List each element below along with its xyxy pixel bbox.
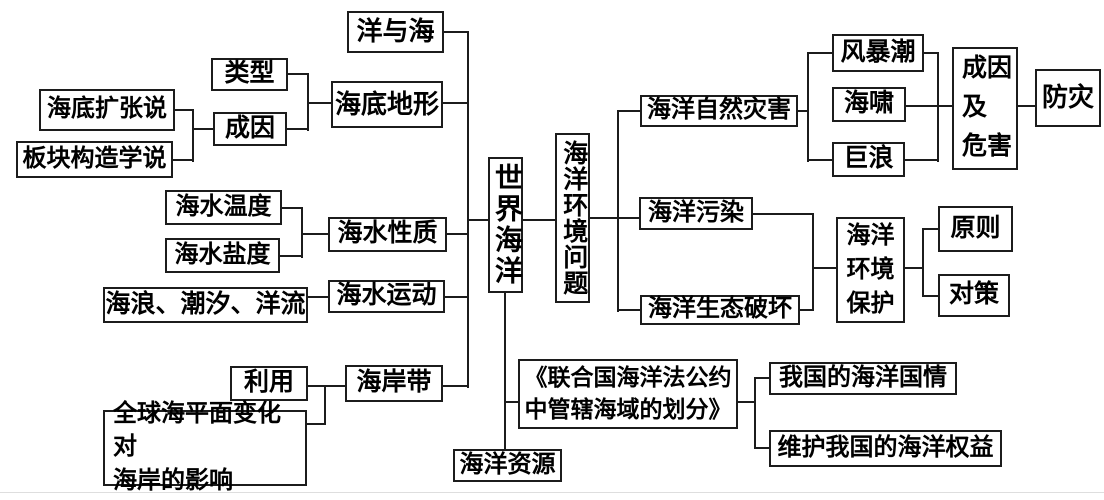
node-world-ocean: 世界海洋 bbox=[488, 157, 523, 293]
connector bbox=[617, 309, 640, 311]
node-seawater-temperature: 海水温度 bbox=[165, 190, 282, 225]
node-global-sea-level-change-impact: 全球海平面变化对 海岸的影响 bbox=[103, 401, 307, 494]
connector bbox=[754, 377, 756, 449]
node-cause: 成因 bbox=[213, 112, 287, 146]
connector bbox=[280, 255, 303, 257]
node-causes-and-hazards: 成因 及 危害 bbox=[952, 47, 1018, 170]
connector bbox=[173, 159, 194, 161]
connector bbox=[447, 233, 469, 235]
connector bbox=[192, 109, 194, 162]
connector bbox=[445, 296, 469, 298]
connector bbox=[590, 217, 639, 219]
connector bbox=[753, 213, 814, 215]
connector bbox=[467, 31, 469, 388]
node-china-marine-conditions: 我国的海洋国情 bbox=[769, 362, 957, 395]
node-storm-surge: 风暴潮 bbox=[832, 34, 924, 72]
connector bbox=[905, 267, 924, 269]
connector bbox=[307, 423, 326, 425]
connector bbox=[924, 52, 939, 54]
connector bbox=[807, 159, 832, 161]
connector bbox=[937, 52, 939, 162]
node-marine-pollution: 海洋污染 bbox=[639, 197, 753, 230]
node-seafloor-topography: 海底地形 bbox=[331, 81, 443, 128]
node-marine-resources: 海洋资源 bbox=[453, 449, 562, 482]
connector bbox=[443, 385, 469, 387]
connector bbox=[922, 295, 938, 297]
connector bbox=[905, 159, 939, 161]
node-marine-environment-problems: 海洋环境问题 bbox=[555, 133, 590, 303]
connector bbox=[798, 110, 809, 112]
connector bbox=[812, 213, 814, 311]
connector bbox=[807, 52, 832, 54]
node-disaster-prevention: 防灾 bbox=[1035, 69, 1101, 127]
connector bbox=[467, 219, 490, 221]
connector bbox=[504, 401, 520, 403]
node-unclos-sea-area-division: 《联合国海洋法公约 中管辖海域的划分》 bbox=[518, 359, 738, 429]
connector bbox=[800, 309, 814, 311]
connector bbox=[617, 110, 640, 112]
connector bbox=[906, 105, 952, 107]
connector bbox=[301, 207, 303, 258]
connector bbox=[754, 377, 769, 379]
connector bbox=[175, 109, 194, 111]
node-tsunami: 海啸 bbox=[832, 87, 906, 122]
connector bbox=[282, 207, 303, 209]
node-countermeasures: 对策 bbox=[938, 274, 1010, 317]
connector bbox=[807, 52, 809, 162]
node-marine-environment-protection: 海洋 环境 保护 bbox=[836, 217, 905, 323]
connector bbox=[738, 401, 756, 403]
connector bbox=[324, 385, 326, 425]
connector bbox=[287, 128, 309, 130]
connector bbox=[922, 228, 938, 230]
node-principles: 原则 bbox=[938, 206, 1013, 252]
connector bbox=[307, 102, 333, 104]
node-marine-natural-disasters: 海洋自然灾害 bbox=[640, 95, 798, 127]
connector bbox=[504, 292, 506, 451]
node-seawater-properties: 海水性质 bbox=[328, 217, 447, 252]
connector bbox=[1018, 105, 1035, 107]
connector bbox=[288, 73, 309, 75]
node-seafloor-spreading-theory: 海底扩张说 bbox=[39, 89, 175, 131]
node-seawater-salinity: 海水盐度 bbox=[165, 238, 280, 273]
connector bbox=[308, 385, 347, 387]
node-giant-waves: 巨浪 bbox=[832, 142, 905, 177]
node-waves-tides-currents: 海浪、潮汐、洋流 bbox=[103, 287, 308, 323]
connector bbox=[301, 233, 330, 235]
connector bbox=[308, 296, 330, 298]
connector bbox=[754, 447, 769, 449]
bottom-hairline bbox=[0, 492, 1104, 493]
connector bbox=[812, 267, 836, 269]
node-safeguard-marine-rights: 维护我国的海洋权益 bbox=[769, 430, 1002, 467]
connector bbox=[523, 219, 555, 221]
node-utilization: 利用 bbox=[230, 366, 308, 401]
node-coastal-zone: 海岸带 bbox=[345, 365, 443, 402]
node-plate-tectonics-theory: 板块构造学说 bbox=[16, 141, 173, 178]
node-oceans-and-seas: 洋与海 bbox=[347, 11, 444, 53]
node-marine-ecological-damage: 海洋生态破坏 bbox=[640, 295, 800, 325]
node-seawater-movement: 海水运动 bbox=[328, 280, 445, 313]
connector bbox=[617, 110, 619, 312]
node-type: 类型 bbox=[211, 58, 288, 91]
connector bbox=[192, 128, 215, 130]
connector bbox=[922, 228, 924, 297]
connector bbox=[443, 102, 469, 104]
connector bbox=[444, 31, 469, 33]
